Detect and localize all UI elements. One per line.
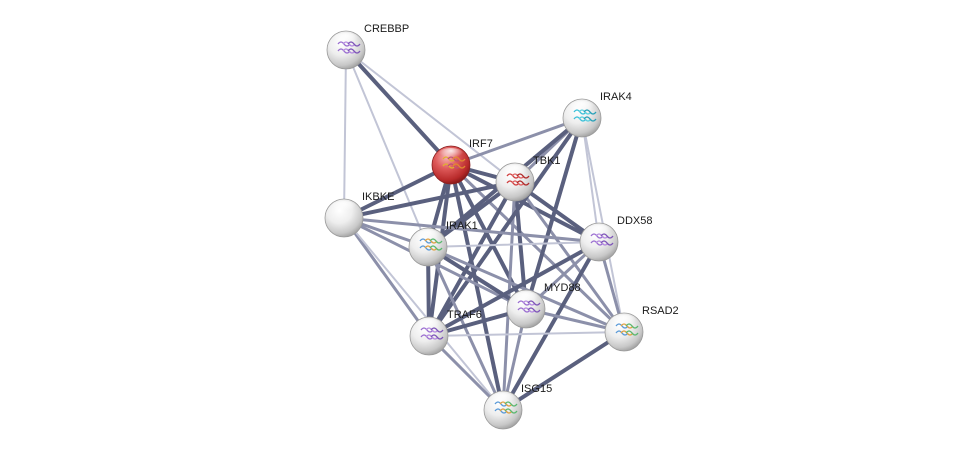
- structure-stroke: [429, 245, 443, 251]
- node-highlight: [513, 292, 539, 306]
- edge-tbk1-ikbke[interactable]: [342, 180, 517, 220]
- node-ikbke[interactable]: IKBKE: [324, 191, 394, 238]
- structure-stroke: [430, 334, 444, 340]
- structure-stroke: [452, 163, 466, 169]
- node-label-irak4: IRAK4: [600, 91, 632, 103]
- edge-irf7-ddx58[interactable]: [449, 163, 601, 244]
- node-crebbp[interactable]: CREBBP: [326, 23, 409, 70]
- node-highlight: [586, 225, 612, 239]
- node-irak1[interactable]: IRAK1: [408, 220, 478, 267]
- node-rsad2[interactable]: RSAD2: [604, 305, 679, 352]
- node-label-irf7: IRF7: [469, 138, 493, 150]
- structure-stroke: [522, 307, 536, 313]
- node-highlight: [331, 201, 357, 215]
- edge-irf7-isg15[interactable]: [449, 163, 505, 412]
- node-highlight: [333, 33, 359, 47]
- node-ddx58[interactable]: DDX58: [579, 215, 652, 262]
- node-label-myd88: MYD88: [544, 282, 581, 294]
- node-tbk1[interactable]: TBK1: [495, 155, 561, 202]
- structure-stroke: [424, 245, 438, 251]
- structure-stroke: [615, 330, 629, 336]
- node-label-ikbke: IKBKE: [362, 191, 394, 203]
- node-highlight: [490, 393, 516, 407]
- node-highlight: [416, 319, 442, 333]
- node-label-rsad2: RSAD2: [642, 305, 679, 317]
- structure-stroke: [625, 330, 639, 336]
- edge-irf7-rsad2[interactable]: [449, 163, 626, 334]
- edge-traf6-rsad2[interactable]: [428, 331, 625, 337]
- node-label-tbk1: TBK1: [533, 155, 561, 167]
- node-label-irak1: IRAK1: [446, 220, 478, 232]
- structure-stroke: [499, 408, 513, 414]
- structure-stroke: [527, 307, 541, 313]
- structure-stroke: [419, 245, 433, 251]
- node-highlight: [415, 230, 441, 244]
- structure-stroke: [504, 408, 518, 414]
- structure-stroke: [494, 408, 508, 414]
- edge-ikbke-ddx58[interactable]: [342, 216, 601, 244]
- node-myd88[interactable]: MYD88: [506, 282, 581, 329]
- node-traf6[interactable]: TRAF6: [409, 309, 482, 356]
- edge-irak4-traf6[interactable]: [427, 116, 584, 338]
- node-irak4[interactable]: IRAK4: [562, 91, 632, 138]
- structure-stroke: [420, 334, 434, 340]
- edge-ddx58-traf6[interactable]: [427, 240, 601, 338]
- structure-stroke: [511, 180, 525, 186]
- structure-stroke: [517, 307, 531, 313]
- node-irf7[interactable]: IRF7: [431, 138, 493, 185]
- edge-crebbp-irak1[interactable]: [345, 49, 429, 248]
- structure-stroke: [442, 163, 456, 169]
- node-highlight: [438, 148, 464, 162]
- node-label-ddx58: DDX58: [617, 215, 652, 227]
- edge-irak1-rsad2[interactable]: [426, 245, 626, 334]
- structure-stroke: [583, 116, 597, 122]
- structure-stroke: [342, 48, 356, 54]
- edge-irf7-ikbke[interactable]: [342, 163, 453, 220]
- edge-irak4-ddx58[interactable]: [581, 117, 600, 243]
- node-highlight: [502, 165, 528, 179]
- edge-rsad2-isg15[interactable]: [501, 330, 626, 412]
- structure-stroke: [347, 48, 361, 54]
- edge-ikbke-isg15[interactable]: [343, 217, 504, 411]
- structure-stroke: [578, 116, 592, 122]
- structure-stroke: [590, 240, 604, 246]
- edge-irak1-isg15[interactable]: [426, 245, 505, 412]
- structure-stroke: [447, 163, 461, 169]
- structure-stroke: [620, 330, 634, 336]
- edge-crebbp-ikbke[interactable]: [343, 49, 347, 219]
- edge-irak1-ddx58[interactable]: [427, 241, 600, 248]
- edge-ikbke-traf6[interactable]: [342, 216, 431, 338]
- structure-stroke: [506, 180, 520, 186]
- structure-stroke: [516, 180, 530, 186]
- edge-tbk1-traf6[interactable]: [427, 180, 517, 338]
- structure-stroke: [595, 240, 609, 246]
- edge-crebbp-tbk1[interactable]: [345, 49, 516, 183]
- node-isg15[interactable]: ISG15: [483, 383, 552, 430]
- node-label-isg15: ISG15: [521, 383, 552, 395]
- node-highlight: [611, 315, 637, 329]
- node-label-crebbp: CREBBP: [364, 23, 409, 35]
- structure-stroke: [425, 334, 439, 340]
- node-label-traf6: TRAF6: [447, 309, 482, 321]
- edge-irf7-irak4[interactable]: [449, 116, 584, 167]
- structure-stroke: [573, 116, 587, 122]
- edge-crebbp-irf7[interactable]: [344, 48, 453, 167]
- structure-stroke: [600, 240, 614, 246]
- node-highlight: [569, 101, 595, 115]
- structure-stroke: [337, 48, 351, 54]
- edge-ddx58-isg15[interactable]: [501, 240, 601, 412]
